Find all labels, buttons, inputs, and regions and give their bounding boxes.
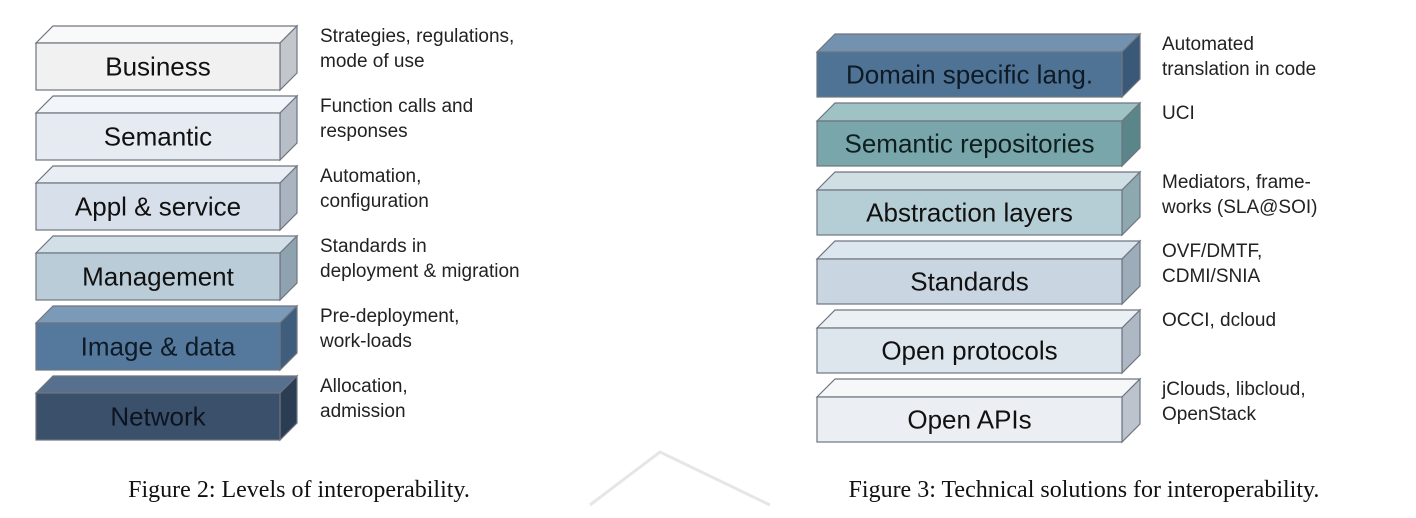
- figure-2-layer-description: Strategies, regulations,: [320, 26, 514, 47]
- figure-2-layer-label: Image & data: [81, 332, 236, 362]
- figure-3-layer-top-face: [815, 102, 1142, 122]
- background-watermark: [589, 450, 771, 507]
- figure-3-layer-label: Standards: [910, 267, 1029, 297]
- figure-2-layer-description: mode of use: [320, 51, 425, 72]
- figure-2-layer-description: Allocation,: [320, 376, 408, 397]
- figure-2-layer-top-face: [34, 235, 299, 254]
- figure-2-layer-description: Standards in: [320, 236, 427, 257]
- figure-2-caption: Figure 2: Levels of interoperability.: [128, 477, 470, 503]
- figure-2-layer-label: Business: [105, 52, 211, 82]
- figure-3-layer-top-face: [815, 171, 1142, 191]
- figure-3-layer: Domain specific lang. Automated translatio…: [815, 32, 1316, 99]
- figure-3-layer: Open protocols OCCI, dcloud: [815, 308, 1276, 375]
- figure-3-layer: Standards OVF/DMTF, CDMI/SNIA: [815, 239, 1262, 306]
- figure-3-layer-front-face: [816, 327, 1123, 374]
- figure-3-caption: Figure 3: Technical solutions for intero…: [849, 477, 1320, 503]
- figure-2-layer-top-face: [34, 305, 299, 324]
- figure-2-layer-label: Semantic: [104, 122, 212, 152]
- figure-3-layer-label: Open APIs: [907, 405, 1031, 435]
- figure-3-layer-description: OCCI, dcloud: [1162, 310, 1276, 331]
- figure-2-layer-description: Pre-deployment,: [320, 306, 459, 327]
- figure-3-layer-stack: Domain specific lang. Automated translatio…: [815, 32, 1317, 444]
- figure-3-layer-top-face: [815, 33, 1142, 53]
- figure-3-layer-label: Semantic repositories: [845, 129, 1095, 159]
- figure-3-layer-top-face: [815, 309, 1142, 329]
- figure-3-layer-front-face: [816, 258, 1123, 305]
- figure-2-layer-description: Automation,: [320, 166, 421, 187]
- figure-3-layer-description: OVF/DMTF,: [1162, 241, 1262, 262]
- figure-3-technical-solutions: Domain specific lang. Automated translatio…: [815, 32, 1320, 503]
- figure-3-layer-front-face: [816, 120, 1123, 167]
- figure-3-layer: Abstraction layers Mediators, frame-works…: [815, 170, 1317, 237]
- figure-2-layer-top-face: [34, 375, 299, 394]
- figure-2-layer: Business Strategies, regulations, mode of …: [34, 24, 514, 92]
- figure-2-layer: Management Standards in deployment & migra…: [34, 234, 520, 302]
- figure-3-layer-description: translation in code: [1162, 59, 1316, 80]
- figure-2-layer: Semantic Function calls and responses: [34, 94, 473, 162]
- figure-2-layer-description: configuration: [320, 191, 429, 212]
- figure-2-layer-front-face: [35, 252, 281, 301]
- figure-2-layer-label: Appl & service: [75, 192, 241, 222]
- figure-2-layer-top-face: [34, 25, 299, 44]
- figure-3-layer: Semantic repositories UCI: [815, 101, 1195, 168]
- figure-3-layer-front-face: [816, 51, 1123, 98]
- figure-3-layer-description: Mediators, frame-: [1162, 172, 1311, 193]
- figure-2-layer-front-face: [35, 322, 281, 371]
- figure-2-layer-description: work-loads: [319, 331, 412, 352]
- figure-3-layer-description: works (SLA@SOI): [1161, 197, 1317, 218]
- figure-3-layer-description: jClouds, libcloud,: [1161, 379, 1306, 400]
- figure-3-layer-description: Automated: [1162, 34, 1254, 55]
- figure-2-layer: Appl & service Automation, configuration: [34, 164, 429, 232]
- figure-3-layer-top-face: [815, 378, 1142, 398]
- figure-2-levels-of-interoperability: Business Strategies, regulations, mode of …: [34, 24, 520, 503]
- figure-2-layer-stack: Business Strategies, regulations, mode of …: [34, 24, 520, 442]
- figure-3-layer-front-face: [816, 396, 1123, 443]
- figure-2-layer-description: responses: [320, 121, 408, 142]
- figure-3-layer-description: CDMI/SNIA: [1162, 266, 1261, 287]
- figure-2-layer-top-face: [34, 165, 299, 184]
- figure-3-layer-description: OpenStack: [1162, 404, 1256, 425]
- figure-3-layer-label: Domain specific lang.: [846, 60, 1093, 90]
- figure-3-layer-label: Abstraction layers: [866, 198, 1073, 228]
- figure-2-layer: Image & data Pre-deployment, work-loads: [34, 304, 459, 372]
- figure-2-layer-label: Management: [82, 262, 235, 292]
- figure-3-layer-top-face: [815, 240, 1142, 260]
- figure-2-layer-description: Function calls and: [320, 96, 473, 117]
- figure-2-layer-label: Network: [110, 402, 206, 432]
- figure-2-layer-description: admission: [320, 401, 406, 422]
- figure-2-layer-top-face: [34, 95, 299, 114]
- figure-3-layer-front-face: [816, 189, 1123, 236]
- figure-3-layer-description: UCI: [1162, 103, 1195, 124]
- figure-2-layer-front-face: [35, 182, 281, 231]
- figure-2-layer: Network Allocation, admission: [34, 374, 408, 442]
- figure-3-layer-label: Open protocols: [881, 336, 1057, 366]
- figure-2-layer-front-face: [35, 112, 281, 161]
- figure-2-layer-description: deployment & migration: [320, 261, 520, 282]
- figure-2-layer-front-face: [35, 42, 281, 91]
- figure-3-layer: Open APIs jClouds, libcloud, OpenStack: [815, 377, 1306, 444]
- figure-2-layer-front-face: [35, 392, 281, 441]
